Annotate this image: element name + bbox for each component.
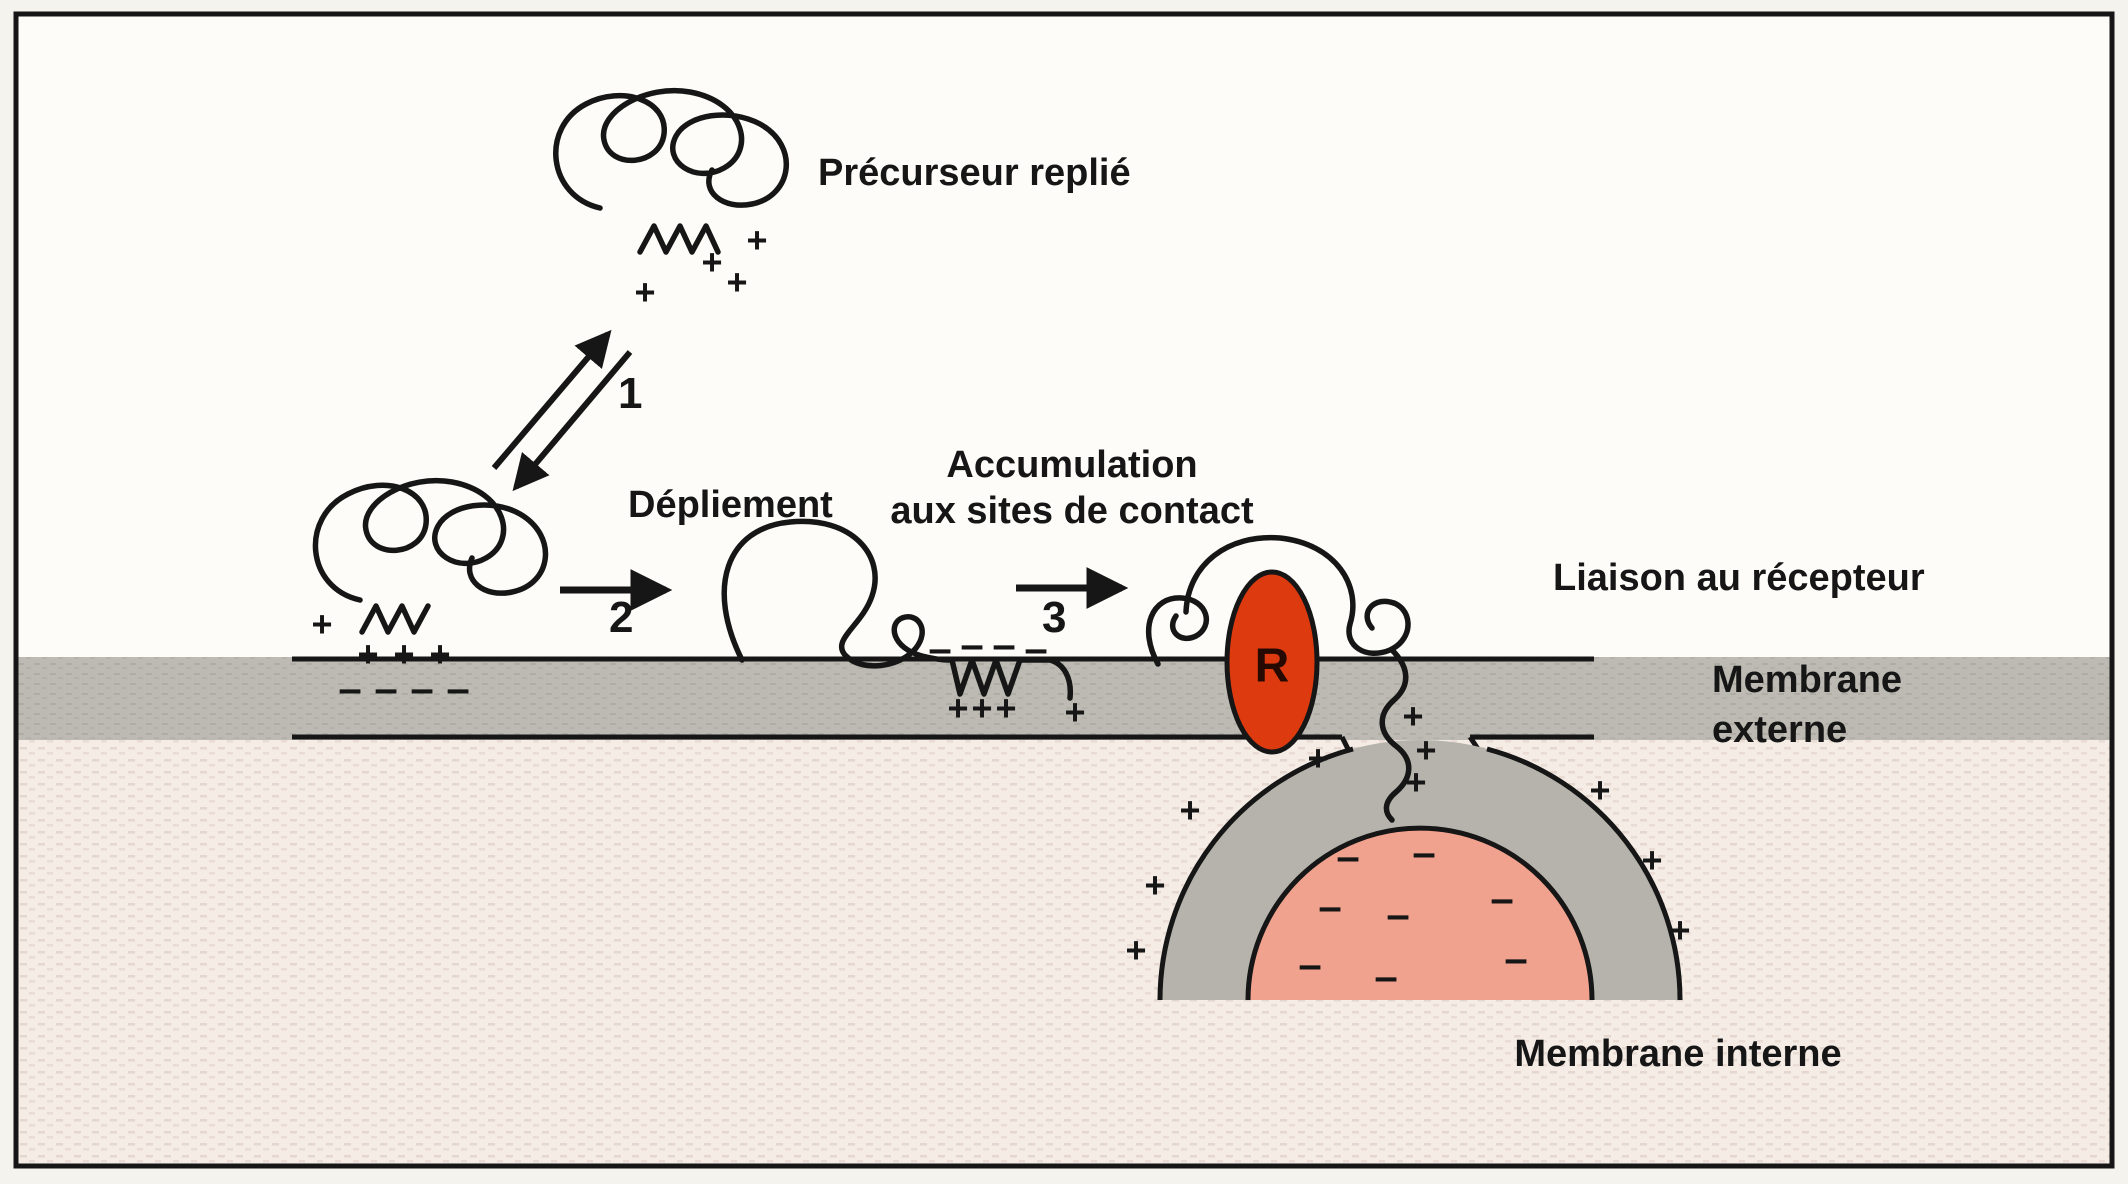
plus-charge: + — [1179, 790, 1200, 831]
minus-charge: – — [960, 621, 983, 668]
minus-charge: – — [1298, 941, 1321, 988]
plus-charge: + — [429, 634, 450, 675]
plus-charge: + — [995, 688, 1016, 729]
receptor-oval — [1224, 569, 1320, 755]
minus-charge: – — [928, 625, 951, 672]
plus-charge: + — [947, 688, 968, 729]
minus-charge: – — [1374, 953, 1397, 1000]
charge-symbols-layer: ++++++++++++++++++++++–––––––––––––––– — [311, 220, 1690, 1000]
inner-membrane-annulus — [1160, 740, 1680, 1000]
figure-frame-border — [13, 11, 2115, 1169]
plus-charge: + — [1405, 762, 1426, 803]
minus-charge: – — [446, 665, 469, 712]
step1-number: 1 — [618, 369, 642, 418]
plus-charge: + — [1669, 910, 1690, 951]
minus-charge: – — [1412, 829, 1435, 876]
plus-charge: + — [1064, 692, 1085, 733]
contact-site-protein-loop — [1183, 534, 1411, 657]
minus-charge: – — [1318, 883, 1341, 930]
plus-charge: + — [746, 220, 767, 261]
minus-charge: – — [410, 665, 433, 712]
receptor-letter: R — [1255, 640, 1290, 693]
minus-charge: – — [1336, 833, 1359, 880]
membrane-bound-presequence-zigzag — [359, 603, 431, 635]
minus-charge: – — [992, 621, 1015, 668]
contact-site-protein-hook — [1146, 595, 1209, 667]
plus-charge: + — [1589, 770, 1610, 811]
plus-charge: + — [726, 262, 747, 303]
minus-charge: – — [374, 665, 397, 712]
equilibrium-arrow-down — [512, 350, 633, 492]
label-inner-membrane: Membrane interne — [1514, 1033, 1841, 1075]
equilibrium-arrow-up — [491, 329, 612, 470]
label-accumulation-line1: Accumulation — [946, 444, 1197, 486]
plus-charge: + — [1402, 696, 1423, 737]
plus-charge: + — [701, 242, 722, 283]
matrix-semicircle — [1248, 828, 1592, 1000]
label-accumulation-line2: aux sites de contact — [890, 490, 1254, 532]
label-unfolding: Dépliement — [628, 484, 833, 526]
intermembrane-space-background — [16, 740, 2112, 1166]
plus-charge: + — [1144, 865, 1165, 906]
plus-charge: + — [1125, 930, 1146, 971]
step3-number: 3 — [1042, 593, 1066, 642]
plus-charge: + — [1307, 738, 1328, 779]
minus-charge: – — [1490, 875, 1513, 922]
step2-number: 2 — [609, 593, 633, 642]
inner-membrane-inner-arc — [1245, 825, 1595, 1001]
inner-membrane-outer-arc-right — [1486, 746, 1683, 1001]
label-outer-membrane-line1: Membrane — [1712, 659, 1902, 701]
label-outer-membrane-line2: externe — [1712, 709, 1847, 751]
plus-charge: + — [971, 688, 992, 729]
plus-charge: + — [634, 272, 655, 313]
minus-charge: – — [1504, 935, 1527, 982]
folded-precursor-squiggle — [553, 87, 789, 211]
minus-charge: – — [1024, 625, 1047, 672]
plus-charge: + — [1641, 840, 1662, 881]
folded-precursor-presequence-zigzag — [637, 223, 721, 255]
unfolded-precursor-path — [721, 518, 1074, 701]
label-folded-precursor: Précurseur replié — [818, 152, 1131, 194]
plus-charge: + — [311, 604, 332, 645]
plus-charge: + — [1415, 730, 1436, 771]
inner-membrane-outer-arc-left — [1157, 746, 1354, 1001]
plus-charge: + — [393, 634, 414, 675]
translocating-presequence-squiggle — [1379, 647, 1412, 823]
minus-charge: – — [338, 665, 361, 712]
label-receptor-binding: Liaison au récepteur — [1553, 557, 1925, 599]
membrane-bound-precursor-squiggle — [312, 477, 549, 603]
minus-charge: – — [1386, 891, 1409, 938]
plus-charge: + — [357, 634, 378, 675]
